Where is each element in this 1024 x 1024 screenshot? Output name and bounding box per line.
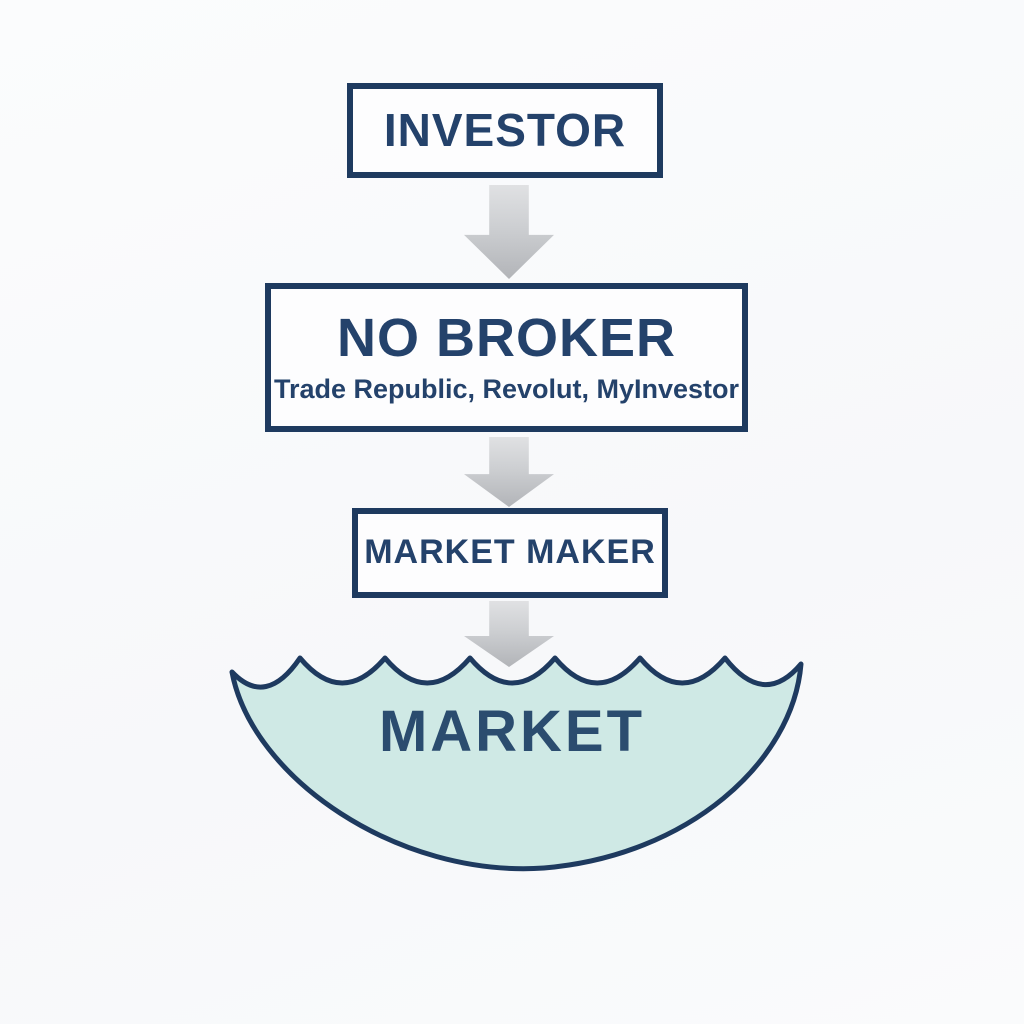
down-arrow-icon — [464, 437, 554, 507]
market-bowl-shape — [229, 655, 804, 872]
node-investor: INVESTOR — [347, 83, 663, 178]
market-label: MARKET — [378, 699, 646, 764]
market-maker-label: MARKET MAKER — [364, 533, 656, 572]
no-broker-subtitle: Trade Republic, Revolut, MyInvestor — [273, 373, 740, 404]
investor-label: INVESTOR — [383, 104, 627, 157]
node-no-broker: NO BROKER Trade Republic, Revolut, MyInv… — [265, 283, 748, 432]
no-broker-title: NO BROKER — [336, 308, 676, 369]
down-arrow-icon — [464, 185, 554, 279]
node-market-maker: MARKET MAKER — [352, 508, 668, 598]
